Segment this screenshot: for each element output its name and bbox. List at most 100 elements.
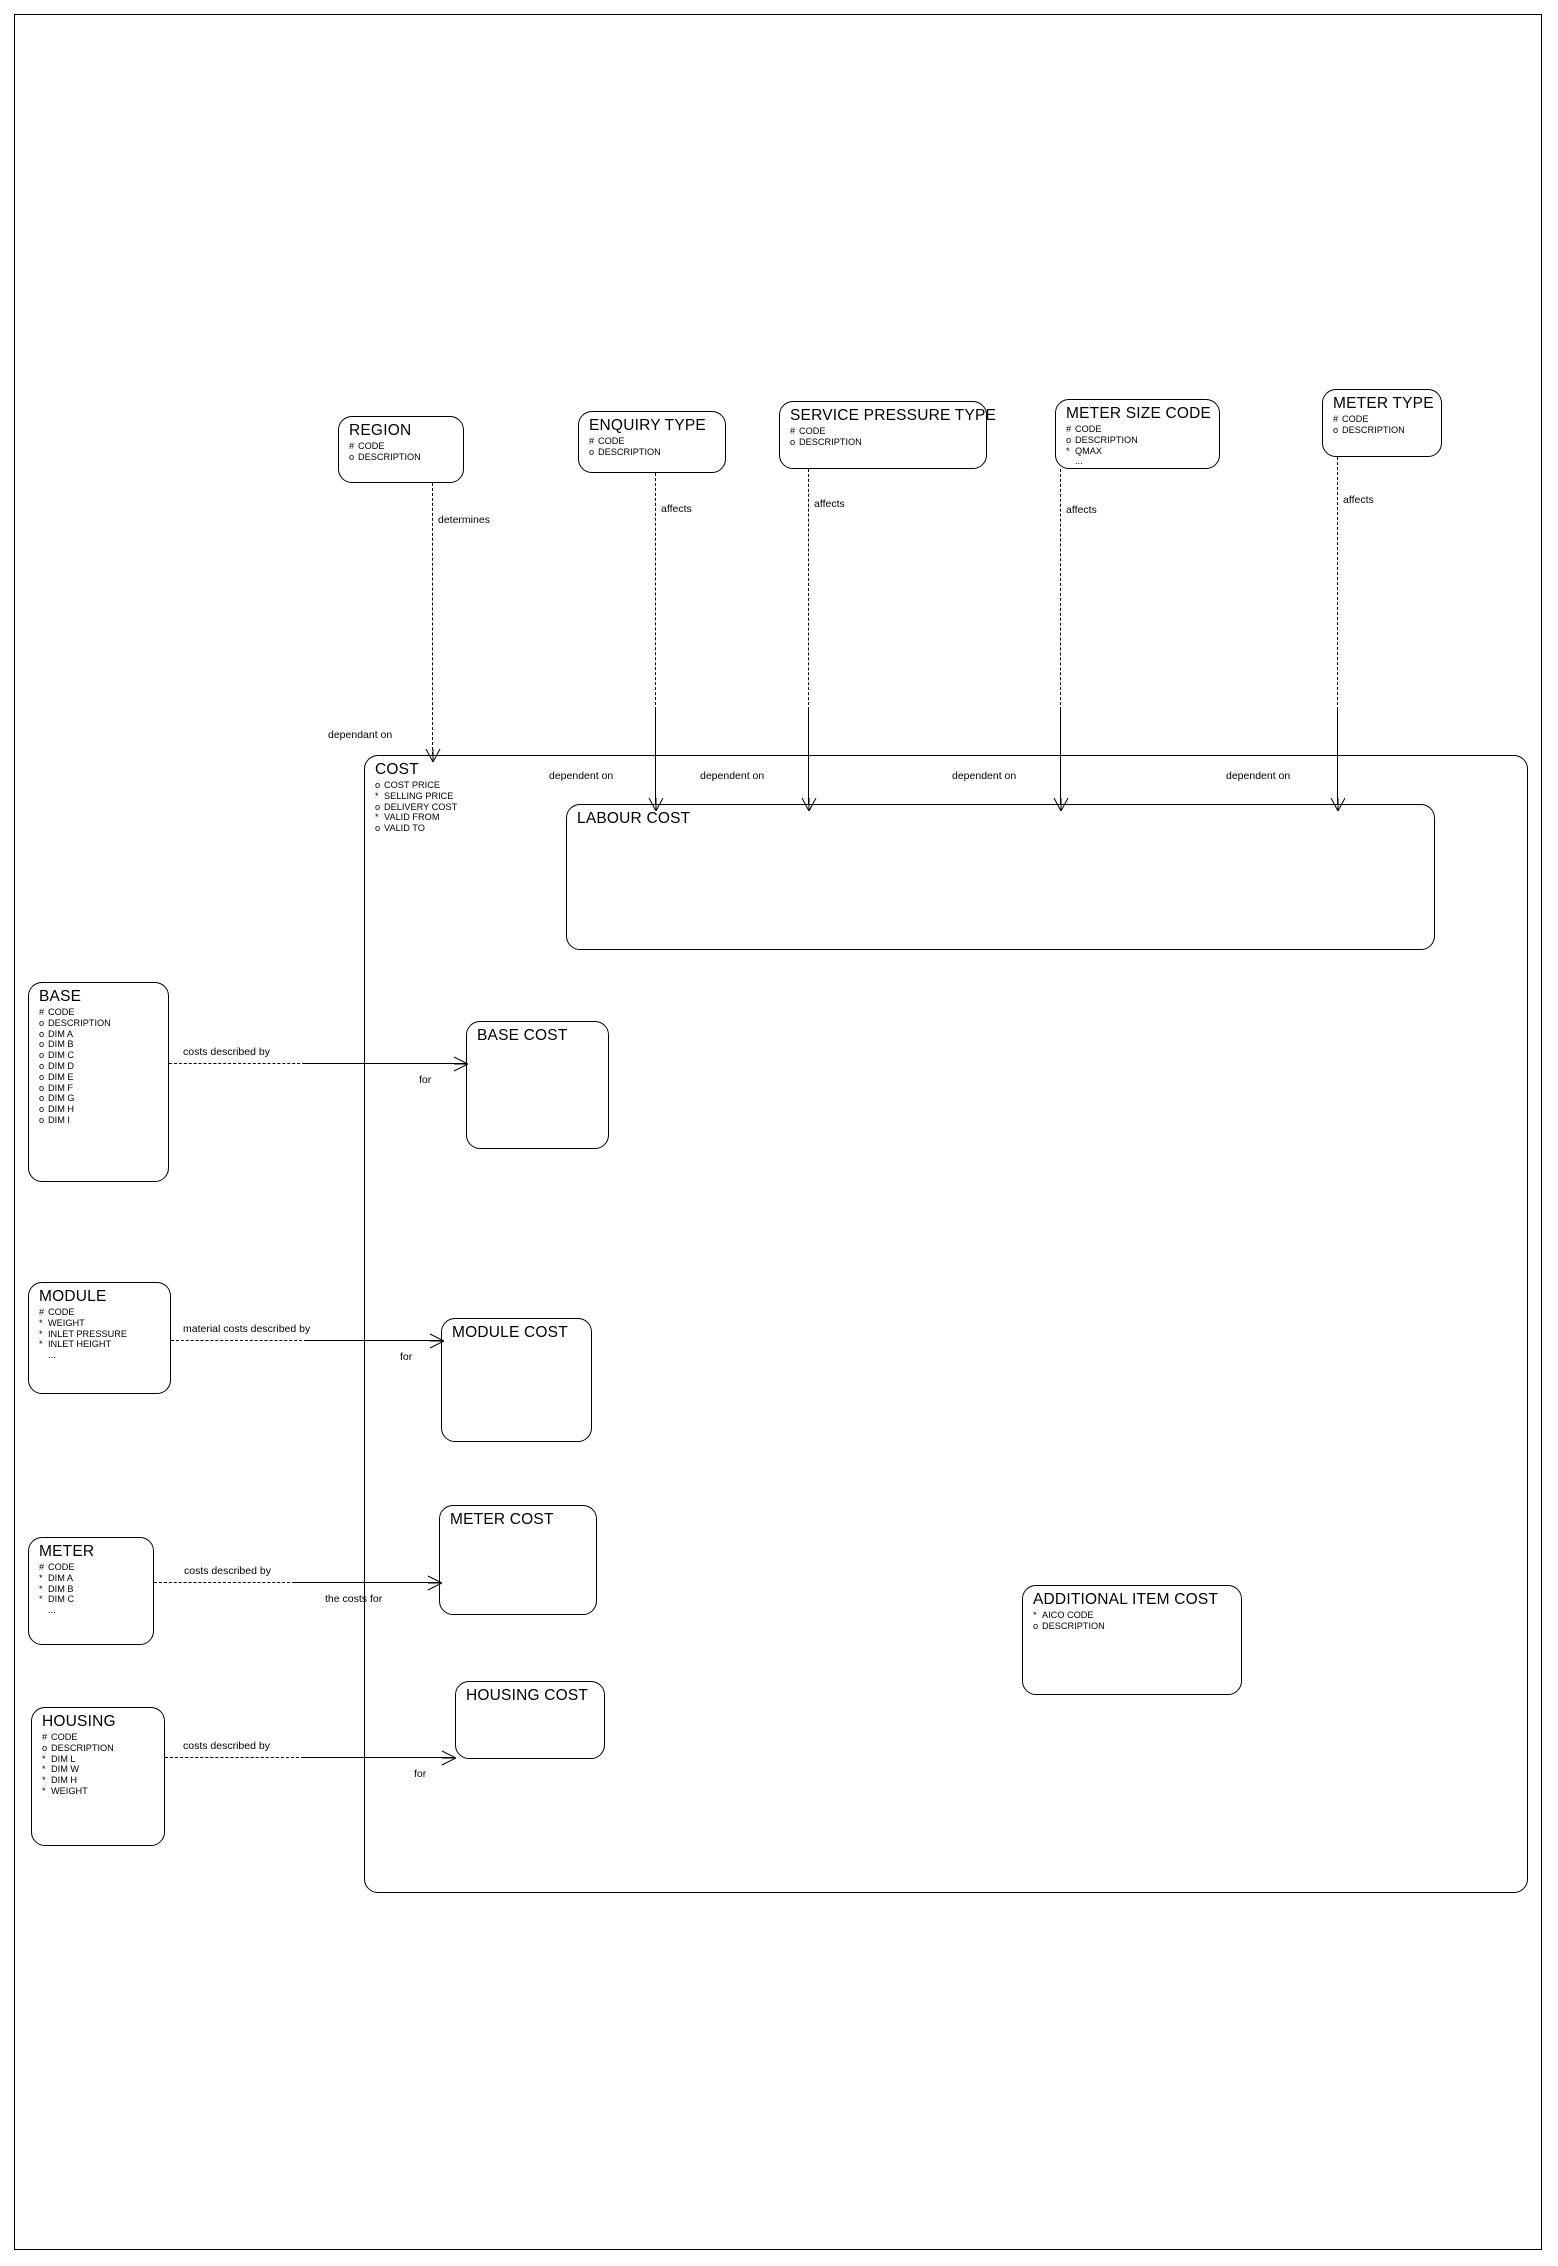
attribute-marker: o [39, 1093, 45, 1104]
attribute-label: DIM W [51, 1764, 80, 1775]
attribute-label: DIM I [48, 1114, 70, 1125]
crowsfoot-meter-metercost [427, 1575, 442, 1591]
relationship-label-costs-described-by-base: costs described by [183, 1046, 270, 1058]
attribute-label: DIM A [48, 1028, 74, 1039]
relationship-label-affects-metertype: affects [1343, 494, 1374, 506]
relationship-label-material-costs-described-by: material costs described by [183, 1323, 311, 1335]
entity-housing-cost[interactable]: HOUSING COST [455, 1681, 605, 1759]
entity-title-base: BASE [39, 988, 82, 1005]
attribute-row: #CODE [790, 426, 862, 437]
crowsfoot-module-modulecost [429, 1333, 444, 1349]
attribute-label: QMAX [1075, 445, 1103, 456]
attribute-marker: o [39, 1050, 45, 1061]
attribute-label: DIM E [48, 1071, 74, 1082]
connector-meter-metercost-solid [293, 1582, 441, 1583]
relationship-label-dependent-on-service: dependent on [700, 770, 765, 782]
attribute-marker: o [1066, 434, 1072, 445]
relationship-label-the-costs-for: the costs for [325, 1593, 383, 1605]
entity-module-cost[interactable]: MODULE COST [441, 1318, 592, 1442]
attribute-label: DESCRIPTION [1042, 1620, 1105, 1631]
connector-metersize-labour-upper [1060, 469, 1061, 710]
attribute-marker: o [39, 1071, 45, 1082]
attribute-marker: o [375, 823, 381, 834]
attribute-label: DESCRIPTION [48, 1017, 111, 1028]
attribute-marker: o [375, 780, 381, 790]
attribute-row: ... [1066, 456, 1138, 467]
attribute-label: INLET PRESSURE [48, 1328, 127, 1339]
attribute-label: DIM G [48, 1093, 75, 1104]
relationship-label-for-base: for [419, 1074, 432, 1086]
attribute-label: DIM H [48, 1104, 75, 1115]
entity-meter-cost[interactable]: METER COST [439, 1505, 597, 1615]
entity-meter[interactable]: METER #CODE *DIM A *DIM B *DIM C ... [28, 1537, 154, 1645]
attribute-label: CODE [48, 1307, 75, 1317]
attribute-marker: # [42, 1732, 48, 1742]
relationship-label-costs-described-by-meter: costs described by [184, 1565, 271, 1577]
attribute-marker: * [1066, 445, 1070, 456]
relationship-label-affects-service: affects [814, 498, 845, 510]
attribute-marker: o [39, 1114, 45, 1125]
attribute-marker: * [39, 1328, 43, 1339]
attribute-marker: # [1066, 424, 1072, 434]
attribute-label: DESCRIPTION [1342, 424, 1405, 435]
attribute-marker: * [42, 1764, 46, 1775]
attribute-label: DIM B [48, 1583, 74, 1594]
attribute-marker: * [39, 1317, 43, 1328]
connector-region-cost [432, 483, 433, 755]
entity-labour-cost[interactable]: LABOUR COST [566, 804, 1435, 950]
connector-service-labour-lower [808, 710, 809, 804]
attribute-label: DIM D [48, 1060, 75, 1071]
attribute-label: WEIGHT [48, 1317, 85, 1328]
attribute-marker: * [39, 1594, 43, 1605]
entity-title-enquiry-type: ENQUIRY TYPE [589, 417, 706, 434]
relationship-label-costs-described-by-housing: costs described by [183, 1740, 270, 1752]
attribute-marker: o [39, 1028, 45, 1039]
attribute-label: DESCRIPTION [51, 1742, 114, 1753]
attribute-row: *INLET HEIGHT [39, 1339, 127, 1350]
attribute-row: #CODE [349, 441, 421, 452]
crowsfoot-housing-housingcost [441, 1750, 456, 1766]
entity-title-module-cost: MODULE COST [452, 1324, 568, 1341]
attribute-marker: o [1033, 1620, 1039, 1631]
attribute-row: *AICO CODE [1033, 1610, 1105, 1621]
attribute-marker: # [349, 441, 355, 451]
relationship-label-dependent-on-metertype: dependent on [1226, 770, 1291, 782]
relationship-label-dependent-on-enquiry: dependent on [549, 770, 614, 782]
entity-title-labour-cost: LABOUR COST [577, 810, 691, 827]
attribute-row: #CODE [39, 1307, 127, 1318]
attribute-label: DIM L [51, 1753, 76, 1764]
attribute-row: * INLET PRESSURE [39, 1329, 127, 1340]
attribute-label: DESCRIPTION [598, 446, 661, 457]
attribute-marker: # [1333, 414, 1339, 424]
attribute-row: ... [39, 1605, 75, 1616]
attribute-marker: o [349, 451, 355, 462]
attribute-label: DIM H [51, 1775, 78, 1786]
entity-base-cost[interactable]: BASE COST [466, 1021, 609, 1149]
attribute-row: * QMAX [1066, 446, 1138, 457]
attribute-label: SELLING PRICE [384, 790, 454, 801]
entity-module[interactable]: MODULE #CODE *WEIGHT *INLET PRESSURE *IN… [28, 1282, 171, 1394]
attribute-list-meter: #CODE *DIM A *DIM B *DIM C ... [39, 1562, 75, 1616]
attribute-row: #CODE [1066, 424, 1138, 435]
attribute-marker: # [790, 426, 796, 436]
